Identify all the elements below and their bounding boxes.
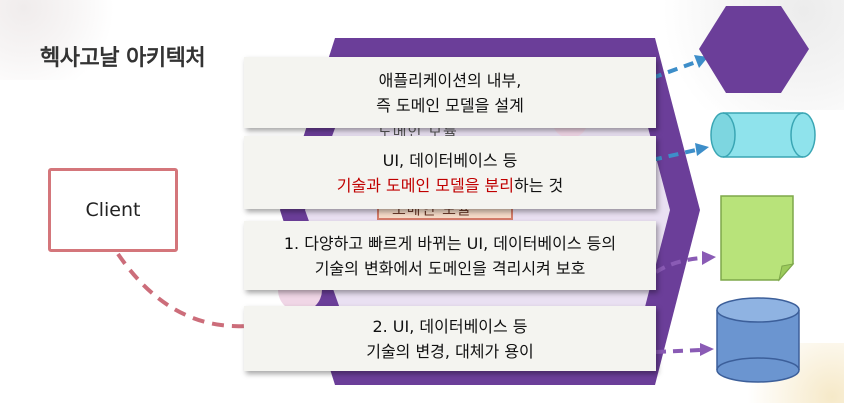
arrowhead-hexagon	[694, 55, 708, 68]
cyan-cylinder-icon	[710, 112, 816, 158]
arrow-to-document	[654, 256, 703, 274]
arrowhead-document	[702, 251, 716, 265]
arrow-to-hexagon	[651, 60, 697, 80]
green-document-icon	[720, 195, 795, 282]
arrow-to-database	[655, 348, 701, 354]
note-2-line-2-rest: 하는 것	[513, 175, 564, 195]
background-decoration-left	[0, 0, 120, 80]
note-1-line-1: 애플리케이션의 내부,	[378, 70, 522, 90]
arrow-to-cylinder	[651, 148, 697, 162]
page-title: 헥사고날 아키텍처	[40, 46, 206, 71]
client-label: Client	[85, 199, 141, 221]
note-3-line-2: 기술의 변화에서 도메인을 격리시켜 보호	[314, 258, 586, 278]
note-2-line-1: UI, 데이터베이스 등	[382, 150, 518, 170]
note-2: UI, 데이터베이스 등 기술과 도메인 모델을 분리하는 것	[244, 136, 656, 209]
arrowhead-database	[700, 343, 714, 356]
note-2-highlight: 기술과 도메인 모델을 분리	[336, 175, 514, 195]
note-4: 2. UI, 데이터베이스 등 기술의 변경, 대체가 용이	[244, 306, 656, 371]
client-box: Client	[48, 168, 178, 252]
note-2-line-2: 기술과 도메인 모델을 분리하는 것	[337, 173, 563, 198]
note-3-line-1: 1. 다양하고 빠르게 바뀌는 UI, 데이터베이스 등의	[283, 233, 617, 253]
note-1: 애플리케이션의 내부, 즉 도메인 모델을 설계	[244, 57, 656, 128]
hexagon-shape-icon	[699, 6, 809, 93]
note-3: 1. 다양하고 빠르게 바뀌는 UI, 데이터베이스 등의 기술의 변화에서 도…	[244, 221, 656, 290]
client-connector	[116, 252, 247, 329]
note-1-line-2: 즉 도메인 모델을 설계	[376, 95, 524, 115]
arrowhead-cylinder	[695, 143, 709, 156]
blue-database-icon	[716, 297, 800, 383]
note-4-line-1: 2. UI, 데이터베이스 등	[372, 316, 528, 336]
note-4-line-2: 기술의 변경, 대체가 용이	[366, 341, 534, 361]
